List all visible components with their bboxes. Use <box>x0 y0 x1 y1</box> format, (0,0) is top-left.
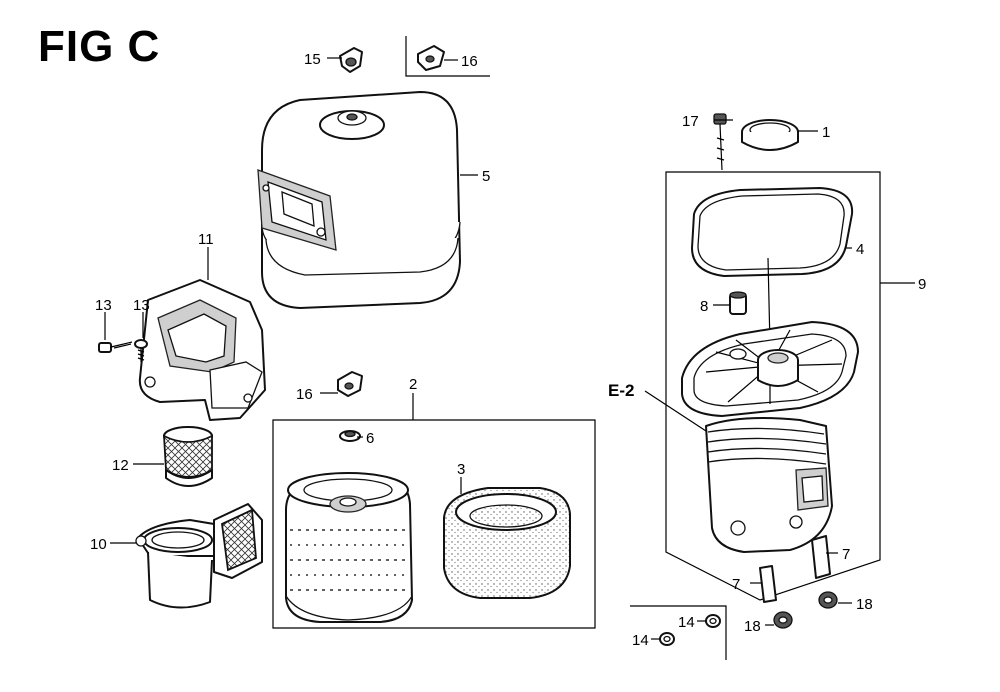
callout-3: 3 <box>457 461 465 478</box>
air-cleaner-cover <box>257 91 461 309</box>
inlet-screen <box>163 426 213 487</box>
flange-nut-left <box>773 611 793 629</box>
pin-right <box>811 535 831 579</box>
callout-18-right: 18 <box>856 596 873 613</box>
wing-nut-alt-top <box>417 45 445 71</box>
intake-elbow-cover <box>138 279 266 421</box>
paper-filter-element <box>285 472 413 623</box>
callout-13-right: 13 <box>133 297 150 314</box>
callout-4: 4 <box>856 241 864 258</box>
hex-nut-lower <box>659 632 675 646</box>
spacer-collar <box>729 291 747 315</box>
callout-5: 5 <box>482 168 490 185</box>
assembly-box-2 <box>272 419 596 629</box>
callout-12: 12 <box>112 457 129 474</box>
wing-nut-top <box>339 47 363 73</box>
callout-16-top: 16 <box>461 53 478 70</box>
callout-14-upper: 14 <box>678 614 695 631</box>
callout-15: 15 <box>304 51 321 68</box>
figure-title: FIG C <box>38 22 161 71</box>
alt-bracket-14 <box>630 605 727 660</box>
callout-8: 8 <box>700 298 708 315</box>
flange-nut-right <box>818 591 838 609</box>
callout-16-mid: 16 <box>296 386 313 403</box>
hex-nut-upper <box>705 614 721 628</box>
screw-left <box>98 341 133 353</box>
callout-9: 9 <box>918 276 926 293</box>
callout-14-lower: 14 <box>632 632 649 649</box>
callout-6: 6 <box>366 430 374 447</box>
callout-18-left: 18 <box>744 618 761 635</box>
long-bolt <box>713 113 727 171</box>
callout-2: 2 <box>409 376 417 393</box>
assembly-box-9 <box>665 171 881 601</box>
callout-1: 1 <box>822 124 830 141</box>
alt-bracket-16-top <box>405 36 490 77</box>
collar-ring <box>741 119 799 151</box>
callout-7-right: 7 <box>842 546 850 563</box>
pin-left <box>759 565 777 603</box>
screw-right <box>134 339 148 362</box>
air-cleaner-case <box>681 321 859 553</box>
intake-elbow <box>135 503 263 609</box>
callout-11: 11 <box>198 231 214 248</box>
callout-17: 17 <box>682 113 699 130</box>
callout-13-left: 13 <box>95 297 112 314</box>
foam-filter-element <box>443 487 571 599</box>
gasket <box>691 187 854 277</box>
callout-e2-reference: E-2 <box>608 381 634 400</box>
grommet <box>339 430 361 442</box>
wing-nut-mid <box>337 371 363 397</box>
callout-7-left: 7 <box>732 576 740 593</box>
leader-lines <box>104 57 915 640</box>
callout-10: 10 <box>90 536 107 553</box>
